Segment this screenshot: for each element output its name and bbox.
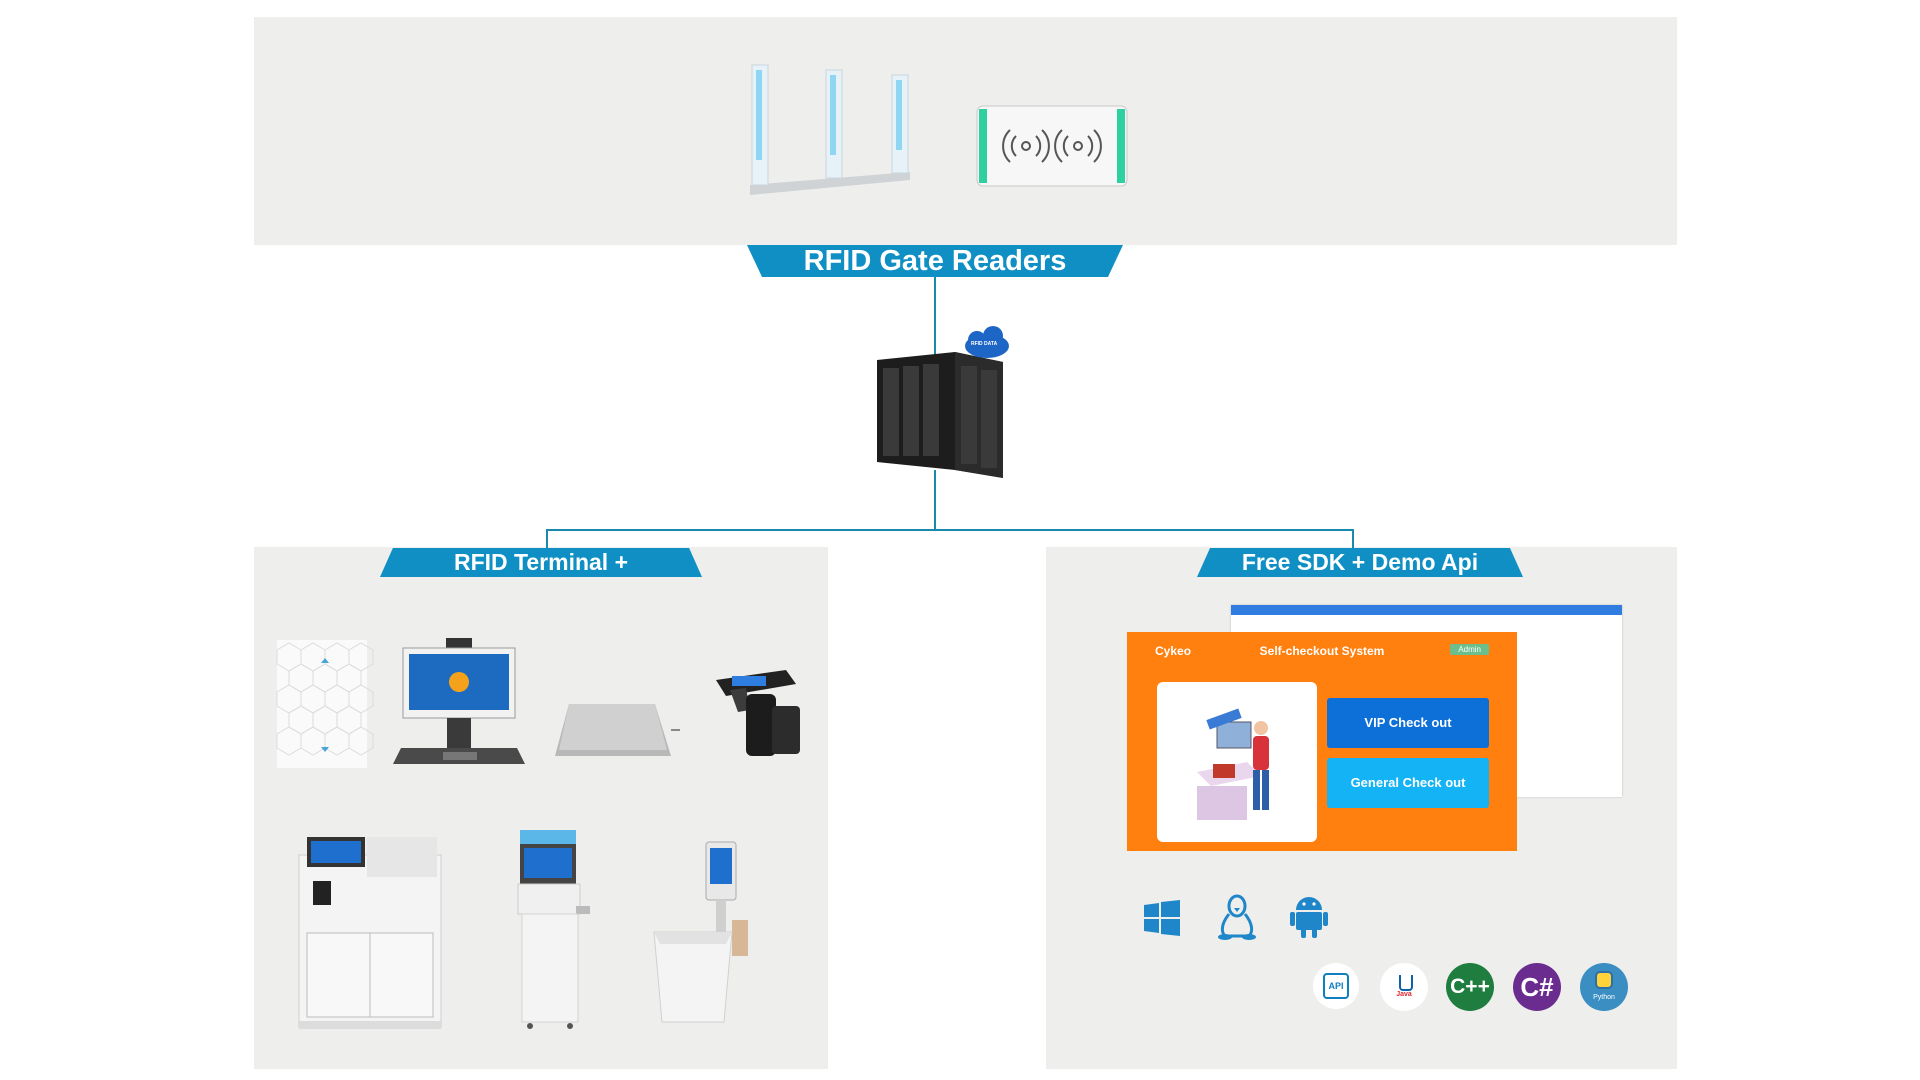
rfid-terminal-banner: RFID Terminal + [380,548,702,577]
cpp-icon-label: C++ [1450,975,1490,998]
desktop-terminal-icon [393,638,525,764]
android-icon [1290,897,1328,938]
connector-gate-server [934,275,936,355]
cpp-icon: C++ [1446,963,1494,1011]
api-icon: API [1313,963,1359,1009]
python-icon: Python [1580,963,1628,1011]
self-checkout-screen: Cykeo Self-checkout System Admin VIP Che… [1127,632,1517,851]
connector-server-down [934,470,936,530]
checkout-title: Self-checkout System [1259,644,1385,658]
admin-window-titlebar [1231,605,1622,615]
self-checkout-cabinet-icon [298,837,442,1029]
general-checkout-button[interactable]: General Check out [1327,758,1489,808]
vip-checkout-button[interactable]: VIP Check out [1327,698,1489,748]
cloud-label: RFID DATA [971,341,998,347]
connector-right-drop [1352,529,1354,549]
csharp-icon: C# [1513,963,1561,1011]
sdk-banner: Free SDK + Demo Api [1197,548,1523,577]
csharp-icon-label: C# [1520,972,1554,1002]
rfid-tag-sheet-icon [276,640,374,768]
connector-left-drop [546,529,548,549]
connector-horizontal [546,529,1354,531]
java-icon: Java [1380,963,1428,1011]
bin-terminal-icon [653,841,748,1023]
gate-readers-panel [254,17,1677,245]
windows-icon [1144,900,1180,936]
rfid-gate-antenna [750,64,910,195]
rfid-pad-icon [555,704,680,756]
checkout-brand: Cykeo [1155,644,1192,658]
java-icon-label: Java [1396,991,1412,998]
gate-readers-banner: RFID Gate Readers [747,245,1123,277]
shopper-illustration-icon [1197,708,1269,820]
handheld-scanner-icon [716,670,800,756]
api-icon-label: API [1323,973,1349,999]
python-icon-label: Python [1593,994,1615,1001]
server-rack-icon [877,326,1009,478]
checkout-admin-badge[interactable]: Admin [1450,644,1489,655]
linux-icon [1218,894,1256,940]
kiosk-terminal-icon [517,830,590,1029]
checkout-illustration [1157,682,1317,842]
rfid-pad-reader [976,105,1128,187]
cloud-icon [965,326,1009,358]
